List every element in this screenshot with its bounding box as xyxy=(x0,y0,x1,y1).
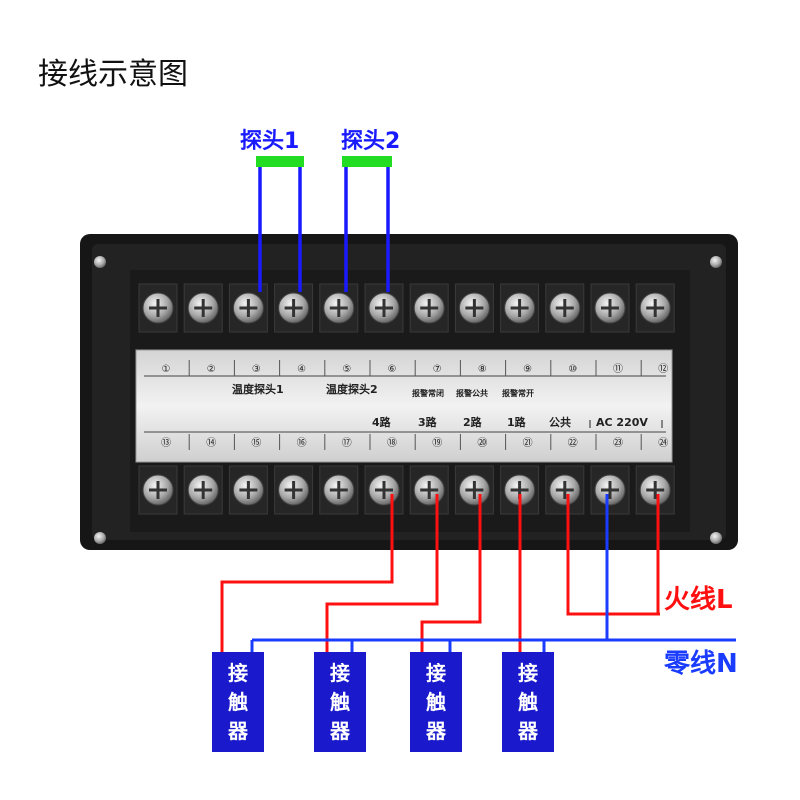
bottom-terminal-number: ⑭ xyxy=(206,437,216,449)
contactor-label-char: 触 xyxy=(426,690,446,714)
top-terminal-number: ⑦ xyxy=(433,364,442,375)
temp-probe-2-text: 温度探头2 xyxy=(326,382,378,396)
contactor: 接触器 xyxy=(502,652,554,752)
common-text: 公共 xyxy=(549,415,571,429)
ac220v-text: AC 220V xyxy=(596,416,648,429)
top-terminal[interactable] xyxy=(545,283,585,333)
alarm-no-text: 报警常开 xyxy=(502,388,534,398)
bottom-terminal[interactable] xyxy=(545,465,585,515)
bottom-terminal-number: ⑬ xyxy=(161,437,171,449)
bottom-terminal[interactable] xyxy=(138,465,178,515)
bottom-terminal-number: ⑰ xyxy=(342,437,352,449)
bottom-terminal-number: ⑱ xyxy=(387,437,397,449)
bottom-terminal[interactable] xyxy=(590,465,630,515)
top-terminal[interactable] xyxy=(409,283,449,333)
contactor-label-char: 触 xyxy=(330,690,350,714)
contactor-label-char: 接 xyxy=(228,661,248,685)
top-terminal-number: ④ xyxy=(297,364,306,375)
top-terminal-number: ⑧ xyxy=(478,364,487,375)
bottom-terminal-number: ⑲ xyxy=(432,437,442,449)
temp-probe-1-text: 温度探头1 xyxy=(232,382,284,396)
corner-screw xyxy=(94,532,106,544)
probe-wiring xyxy=(256,156,392,292)
contactor: 接触器 xyxy=(410,652,462,752)
bottom-terminal-number: ㉑ xyxy=(523,437,533,449)
bottom-terminal[interactable] xyxy=(364,465,404,515)
top-terminal-number: ⑫ xyxy=(658,363,668,375)
contactor-label-char: 接 xyxy=(518,661,538,685)
label-panel xyxy=(135,349,673,463)
top-terminal[interactable] xyxy=(274,283,314,333)
bottom-terminal[interactable] xyxy=(454,465,494,515)
route-4-wire xyxy=(220,494,394,652)
bottom-terminal-number: ⑳ xyxy=(477,437,487,449)
top-terminal-number: ① xyxy=(162,364,171,375)
diagram-title: 接线示意图 xyxy=(38,57,188,92)
route-2-wire xyxy=(420,494,482,652)
top-terminal[interactable] xyxy=(590,283,630,333)
top-terminal[interactable] xyxy=(635,283,675,333)
ac220v-bracket xyxy=(589,420,663,428)
top-terminal[interactable] xyxy=(364,283,404,333)
top-terminal-number: ⑩ xyxy=(568,364,577,375)
route-2-text: 2路 xyxy=(463,415,483,429)
contactor-label-char: 触 xyxy=(228,690,248,714)
bottom-terminal-number: ⑯ xyxy=(297,437,307,449)
top-terminal-number: ② xyxy=(207,364,216,375)
contactor-label-char: 器 xyxy=(517,719,539,743)
top-terminal[interactable] xyxy=(138,283,178,333)
bottom-terminal[interactable] xyxy=(635,465,675,515)
bottom-terminal[interactable] xyxy=(228,465,268,515)
contactor-label-char: 器 xyxy=(425,719,447,743)
bottom-terminal[interactable] xyxy=(183,465,223,515)
live-wiring xyxy=(220,494,660,652)
probe-2-tip xyxy=(342,156,392,167)
route-4-text: 4路 xyxy=(372,415,392,429)
panel-top-numbers: ① ② ③ ④ ⑤ ⑥ ⑦ ⑧ ⑨ ⑩ ⑪ ⑫ xyxy=(162,360,668,376)
top-terminal[interactable] xyxy=(183,283,223,333)
live-line-label: 火线L xyxy=(664,585,733,615)
bottom-terminal-number: ㉒ xyxy=(568,437,578,449)
bottom-terminal-number: ⑮ xyxy=(251,437,261,449)
route-1-text: 1路 xyxy=(507,415,527,429)
corner-screw xyxy=(710,532,722,544)
contactor-label-char: 器 xyxy=(329,719,351,743)
contactor-label-char: 触 xyxy=(518,690,538,714)
top-terminal-number: ⑨ xyxy=(523,364,532,375)
bottom-terminal[interactable] xyxy=(319,465,359,515)
route-3-text: 3路 xyxy=(418,415,438,429)
contactor: 接触器 xyxy=(212,652,264,752)
probe-1-tip xyxy=(256,156,304,167)
contactor: 接触器 xyxy=(314,652,366,752)
bottom-terminal[interactable] xyxy=(409,465,449,515)
alarm-common-text: 报警公共 xyxy=(456,388,488,398)
route-3-wire xyxy=(325,494,439,652)
contactor-label-char: 器 xyxy=(227,719,249,743)
contactor-label-char: 接 xyxy=(426,661,446,685)
top-terminal[interactable] xyxy=(228,283,268,333)
neutral-wiring xyxy=(250,494,736,652)
panel-bottom-numbers: ⑬ ⑭ ⑮ ⑯ ⑰ ⑱ ⑲ ⑳ ㉑ ㉒ ㉓ ㉔ xyxy=(161,434,668,450)
neutral-line-label: 零线N xyxy=(664,649,738,679)
top-terminal[interactable] xyxy=(454,283,494,333)
top-terminal[interactable] xyxy=(319,283,359,333)
bottom-terminal-number: ㉓ xyxy=(613,437,623,449)
top-terminal-row xyxy=(138,283,675,333)
alarm-nc-text: 报警常闭 xyxy=(412,388,444,398)
bottom-terminal[interactable] xyxy=(274,465,314,515)
contactor-label-char: 接 xyxy=(330,661,350,685)
top-terminal-number: ⑪ xyxy=(613,363,623,375)
corner-screw xyxy=(94,256,106,268)
top-terminal[interactable] xyxy=(500,283,540,333)
top-terminal-number: ⑤ xyxy=(342,364,351,375)
probe-1-label: 探头1 xyxy=(240,128,299,154)
probe-2-label: 探头2 xyxy=(341,128,400,154)
bottom-terminal-number: ㉔ xyxy=(658,437,668,449)
top-terminal-number: ⑥ xyxy=(388,364,397,375)
top-terminal-number: ③ xyxy=(252,364,261,375)
corner-screw xyxy=(710,256,722,268)
common-to-live-wire xyxy=(566,494,660,616)
